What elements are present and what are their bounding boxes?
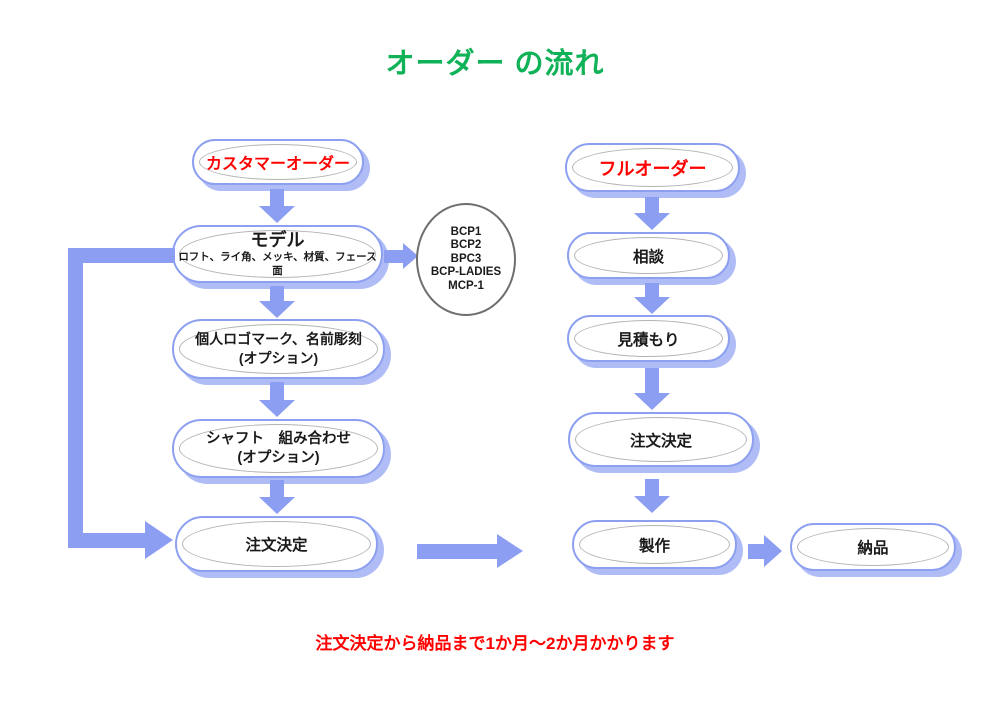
arrow-estimate-to-order-icon [634,368,670,410]
arrow-customer-to-model-icon [259,189,295,223]
arrow-consult-to-estimate-icon [634,283,670,314]
estimate-label: 見積もり [617,331,680,349]
full-order-label: フルオーダー [598,158,707,179]
model-label: モデル [250,230,305,250]
model-box: モデル ロフト、ライ角、メッキ、材質、フェース面 [172,225,383,283]
lead-time-note: 注文決定から納品まで1か月〜2か月かかります [315,634,675,653]
arrow-model-to-circle-icon [384,243,418,269]
consultation-label: 相談 [632,248,664,266]
arrow-shaft-to-order-icon [259,480,295,514]
logo-engraving-box: 個人ロゴマーク、名前彫刻 (オプション) [172,319,385,379]
arrow-logo-to-shaft-icon [259,382,295,417]
estimate-box: 見積もり [567,315,730,362]
bypass-loop-arrowhead-icon [145,521,173,559]
left-order-decision-label: 注文決定 [245,537,308,554]
production-label: 製作 [638,537,670,555]
right-order-decision-label: 注文決定 [629,432,692,450]
arrow-order-to-production-icon [417,534,523,568]
bypass-loop-top-segment [68,248,175,263]
bypass-loop-bottom-segment [68,533,145,548]
consultation-box: 相談 [567,232,730,279]
delivery-label: 納品 [857,540,889,557]
customer-order-box: カスタマーオーダー [192,139,364,185]
arrow-fullorder-to-consult-icon [634,197,670,230]
full-order-box: フルオーダー [565,143,740,192]
customer-order-label: カスタマーオーダー [205,156,350,173]
page-title: オーダー の流れ [385,48,605,80]
production-box: 製作 [572,520,737,569]
arrow-production-to-delivery-icon [748,535,782,567]
shaft-combination-label: シャフト 組み合わせ (オプション) [206,430,351,466]
arrow-order-to-production-down-icon [634,479,670,513]
delivery-box: 納品 [790,523,956,571]
arrow-model-to-logo-icon [259,286,295,318]
model-names-circle: BCP1 BCP2 BPC3 BCP-LADIES MCP-1 [416,203,516,316]
logo-engraving-label: 個人ロゴマーク、名前彫刻 (オプション) [195,331,362,366]
bypass-loop-vertical-segment [68,248,83,548]
shaft-combination-box: シャフト 組み合わせ (オプション) [172,419,385,478]
right-order-decision-box: 注文決定 [568,412,754,467]
model-sublabel: ロフト、ライ角、メッキ、材質、フェース面 [178,251,377,277]
left-order-decision-box: 注文決定 [175,516,378,572]
